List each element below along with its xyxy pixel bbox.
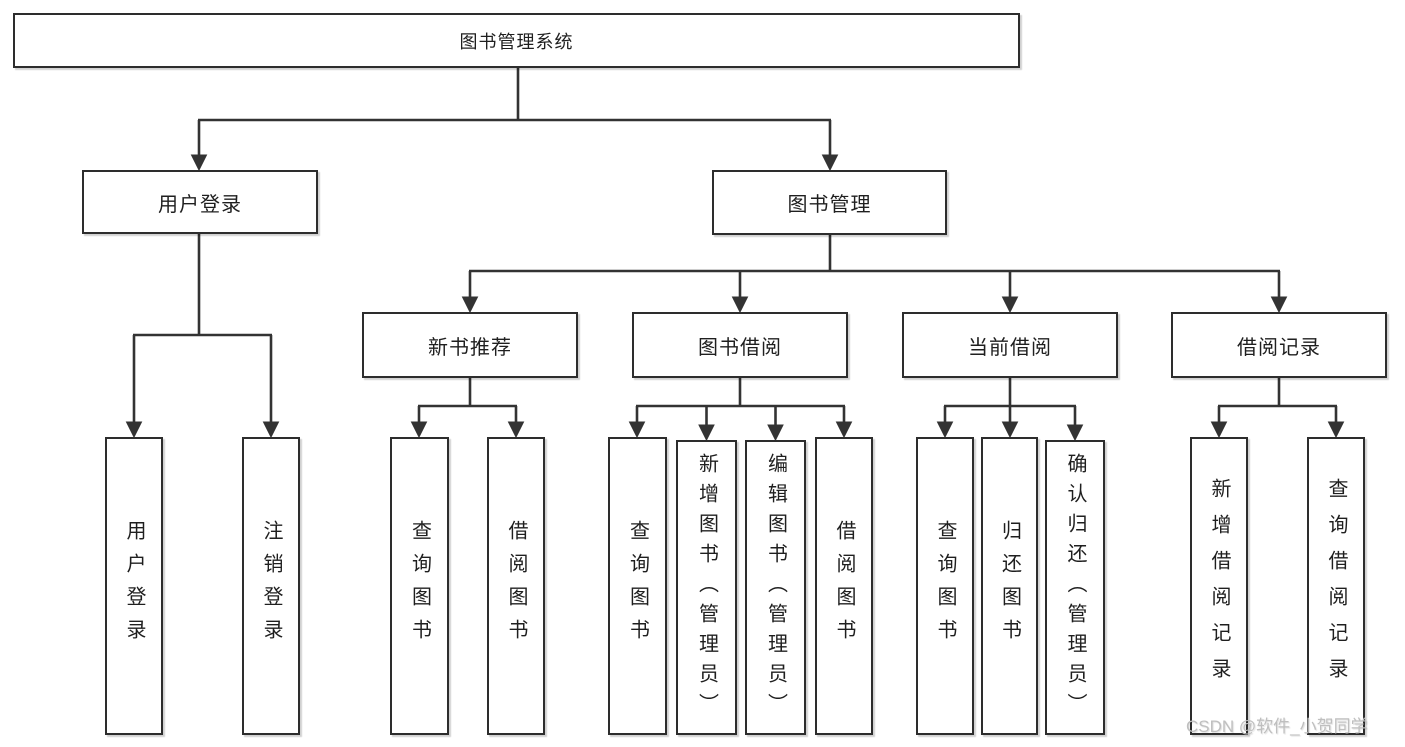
- node-bb-edit-books-admin-label: 编辑图书（管理员）: [764, 452, 787, 723]
- node-bb-borrow-books: 借阅图书: [815, 437, 873, 735]
- node-bb-query-books-label: 查询图书: [626, 520, 649, 652]
- edge-borrow-records-children: [1210, 378, 1345, 439]
- edge-new-book-rec-children: [410, 378, 525, 439]
- edge-book-borrow-children: [628, 378, 853, 442]
- node-nr-query-books: 查询图书: [390, 437, 449, 735]
- node-user-login-label: 用户登录: [123, 520, 145, 652]
- node-logout: 注销登录: [242, 437, 300, 735]
- edge-root-to-level2: [190, 68, 839, 172]
- edge-current-borrow-children: [936, 378, 1084, 442]
- node-br-query-record-label: 查询借阅记录: [1325, 478, 1347, 694]
- node-borrowing-records-label: 借阅记录: [1237, 336, 1321, 359]
- node-br-add-record-label: 新增借阅记录: [1208, 478, 1230, 694]
- node-bb-query-books: 查询图书: [608, 437, 667, 735]
- edge-user-login-children: [125, 234, 280, 439]
- edge-book-mgmt-children: [461, 235, 1288, 314]
- node-book-management-module-label: 图书管理: [787, 194, 872, 216]
- node-nr-borrow-books: 借阅图书: [487, 437, 545, 735]
- node-book-borrowing-label: 图书借阅: [698, 336, 782, 359]
- node-new-book-recommendation: 新书推荐: [362, 312, 578, 378]
- node-new-book-recommendation-label: 新书推荐: [428, 336, 512, 359]
- node-nr-borrow-books-label: 借阅图书: [505, 520, 527, 652]
- node-nr-query-books-label: 查询图书: [408, 520, 431, 652]
- node-bb-borrow-books-label: 借阅图书: [833, 520, 855, 652]
- node-cb-confirm-return-admin: 确认归还（管理员）: [1045, 440, 1105, 735]
- node-user-login-module: 用户登录: [82, 170, 318, 234]
- csdn-watermark: CSDN @软件_小贺同学: [1186, 717, 1368, 736]
- node-cb-query-books: 查询图书: [916, 437, 974, 735]
- node-bb-add-books-admin-label: 新增图书（管理员）: [695, 452, 718, 723]
- node-current-borrowing-label: 当前借阅: [968, 336, 1052, 359]
- node-bb-add-books-admin: 新增图书（管理员）: [676, 440, 737, 735]
- node-system-root: 图书管理系统: [13, 13, 1020, 68]
- node-book-management-module: 图书管理: [712, 170, 947, 235]
- node-cb-query-books-label: 查询图书: [934, 520, 956, 652]
- node-current-borrowing: 当前借阅: [902, 312, 1118, 378]
- node-book-borrowing: 图书借阅: [632, 312, 848, 378]
- node-user-login: 用户登录: [105, 437, 163, 735]
- node-bb-edit-books-admin: 编辑图书（管理员）: [745, 440, 806, 735]
- node-system-root-label: 图书管理系统: [459, 31, 574, 52]
- node-borrowing-records: 借阅记录: [1171, 312, 1387, 378]
- node-cb-confirm-return-admin-label: 确认归还（管理员）: [1064, 452, 1086, 723]
- node-cb-return-books: 归还图书: [981, 437, 1038, 735]
- node-user-login-module-label: 用户登录: [158, 193, 242, 216]
- node-logout-label: 注销登录: [260, 520, 282, 652]
- node-br-add-record: 新增借阅记录: [1190, 437, 1248, 735]
- node-br-query-record: 查询借阅记录: [1307, 437, 1365, 735]
- node-cb-return-books-label: 归还图书: [998, 520, 1021, 652]
